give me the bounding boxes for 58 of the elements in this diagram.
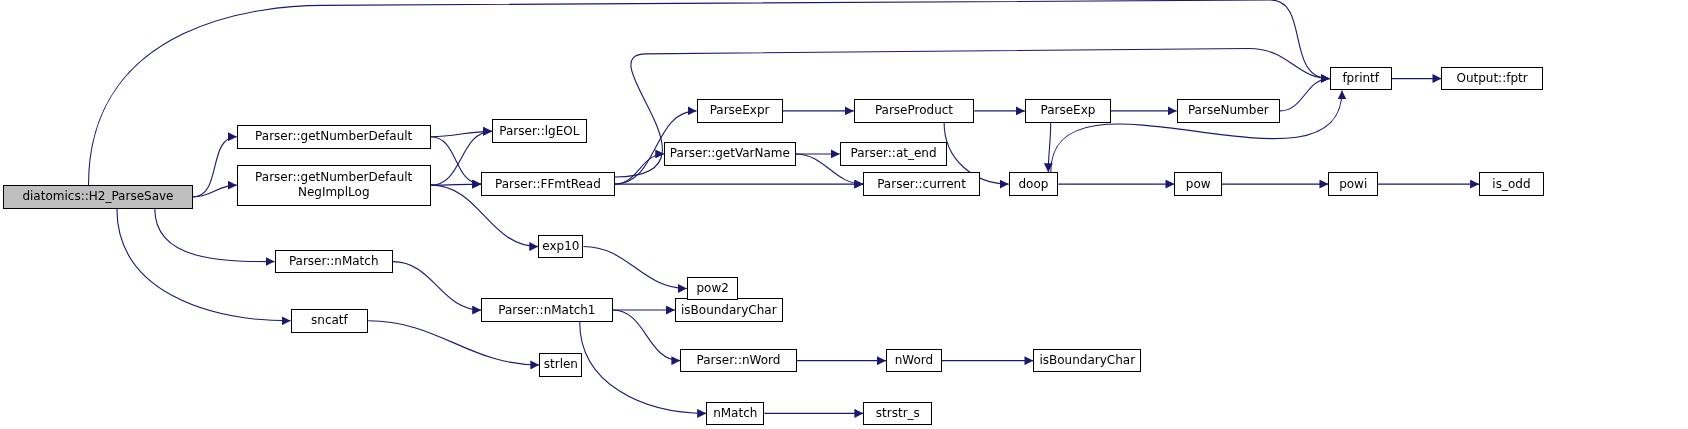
function-box: Output::fptr bbox=[1441, 66, 1543, 91]
function-box: doop bbox=[1008, 172, 1059, 196]
call-arrow bbox=[1057, 179, 1176, 189]
function-box: nWord bbox=[886, 348, 942, 373]
function-box: pow2 bbox=[686, 276, 739, 301]
function-box: Parser::nWord bbox=[680, 348, 797, 373]
call-arrow bbox=[795, 153, 864, 188]
function-box: Parser::lgEOL bbox=[491, 119, 587, 144]
function-box: Parser::getNumberDefault bbox=[236, 124, 431, 149]
function-box: ParseNumber bbox=[1176, 99, 1280, 123]
call-arrow bbox=[430, 184, 539, 251]
call-arrow bbox=[1050, 89, 1345, 173]
call-arrow bbox=[943, 122, 1010, 189]
call-arrow bbox=[1391, 74, 1442, 84]
function-box: Parser::FFmtRead bbox=[481, 172, 615, 196]
call-arrow bbox=[973, 106, 1026, 116]
call-arrow bbox=[614, 150, 665, 185]
function-box: sncatf bbox=[290, 308, 369, 333]
function-box: ParseProduct bbox=[853, 99, 975, 123]
function-box: Parser::getNumberDefault NegImplLog bbox=[236, 164, 431, 206]
function-box: ParseExp bbox=[1024, 99, 1111, 123]
function-box: powi bbox=[1328, 172, 1378, 196]
function-box: Parser::at_end bbox=[839, 142, 948, 166]
call-arrow bbox=[612, 305, 676, 315]
call-arrow bbox=[582, 246, 688, 293]
call-arrow bbox=[367, 320, 540, 369]
call-arrow bbox=[192, 181, 238, 198]
function-box: Parser::nMatch1 bbox=[481, 298, 613, 322]
function-box: fprintf bbox=[1329, 66, 1392, 91]
call-arrow bbox=[154, 208, 276, 267]
call-arrow bbox=[796, 356, 887, 366]
call-arrow bbox=[392, 261, 482, 314]
function-box: ParseExpr bbox=[696, 99, 783, 123]
function-box: strstr_s bbox=[863, 401, 933, 426]
call-arrow bbox=[116, 208, 292, 326]
call-arrow bbox=[430, 128, 493, 186]
function-box: Parser::nMatch bbox=[274, 249, 393, 274]
function-box: strlen bbox=[539, 353, 583, 377]
function-box: nMatch bbox=[706, 401, 765, 426]
function-box: Parser::getVarName bbox=[664, 142, 796, 166]
call-arrow bbox=[1043, 122, 1053, 173]
highlighted-function-box: diatomics::H2_ParseSave bbox=[3, 185, 193, 209]
function-box: exp10 bbox=[538, 234, 584, 259]
call-arrow bbox=[782, 106, 855, 116]
function-box: pow bbox=[1174, 172, 1222, 196]
call-arrow bbox=[1377, 179, 1480, 189]
call-arrow bbox=[941, 356, 1034, 366]
call-arrow bbox=[1279, 75, 1331, 112]
call-arrow bbox=[1221, 179, 1329, 189]
function-box: isBoundaryChar bbox=[675, 298, 783, 322]
call-arrow bbox=[579, 321, 707, 418]
call-arrow bbox=[612, 309, 681, 364]
call-arrow bbox=[763, 408, 864, 418]
call-arrow bbox=[1110, 106, 1178, 116]
function-box: Parser::current bbox=[863, 172, 980, 196]
function-box: isBoundaryChar bbox=[1033, 348, 1142, 373]
call-arrow bbox=[795, 149, 841, 159]
function-box: is_odd bbox=[1479, 172, 1544, 196]
